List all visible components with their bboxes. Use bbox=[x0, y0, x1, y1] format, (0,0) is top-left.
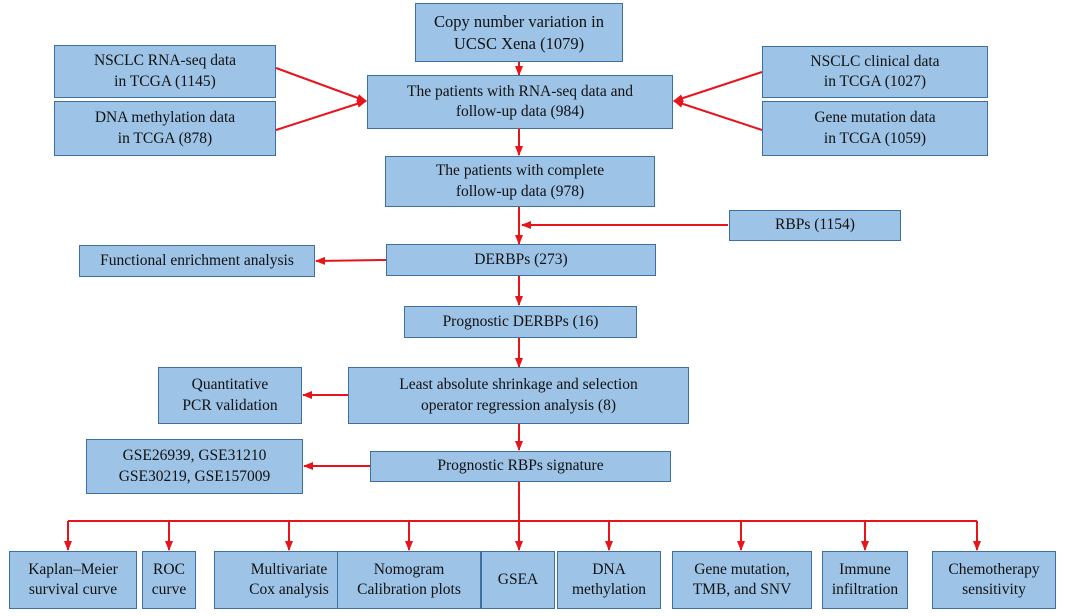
node-prognostic-derbps-label: Prognostic DERBPs (16) bbox=[442, 312, 599, 330]
outcome-gsea: GSEA bbox=[481, 551, 555, 609]
outcome-label: Immune infiltration bbox=[831, 560, 899, 598]
outcome-label: GSEA bbox=[497, 570, 539, 588]
node-functional-enrichment: Functional enrichment analysis bbox=[79, 245, 315, 277]
node-clinical-label: NSCLC clinical data in TCGA (1027) bbox=[810, 52, 940, 90]
node-derbps-label: DERBPs (273) bbox=[474, 250, 568, 268]
node-gse-validation: GSE26939, GSE31210 GSE30219, GSE157009 bbox=[86, 439, 303, 494]
node-patients-complete: The patients with complete follow-up dat… bbox=[385, 156, 655, 207]
outcome-label: ROC curve bbox=[151, 560, 187, 598]
node-rnaseq-tcga: NSCLC RNA-seq data in TCGA (1145) bbox=[54, 45, 276, 98]
outcome-gene-mutation-tmb-snv: Gene mutation, TMB, and SNV bbox=[672, 551, 812, 609]
outcome-immune-infiltration: Immune infiltration bbox=[822, 551, 908, 609]
node-derbps: DERBPs (273) bbox=[386, 244, 656, 276]
arrow-rnaseq-to-patients bbox=[275, 67, 367, 102]
node-patients-rnaseq-label: The patients with RNA-seq data and follo… bbox=[407, 82, 633, 120]
outcome-nomogram: Nomogram Calibration plots bbox=[337, 551, 481, 609]
node-rbps-signature-label: Prognostic RBPs signature bbox=[437, 457, 604, 475]
node-gene-mutation-tcga: Gene mutation data in TCGA (1059) bbox=[762, 101, 988, 156]
outcome-roc-curve: ROC curve bbox=[142, 551, 196, 609]
node-rbps: RBPs (1154) bbox=[729, 210, 901, 241]
node-methylation-tcga: DNA methylation data in TCGA (878) bbox=[54, 101, 276, 156]
node-lasso-regression-label: Least absolute shrinkage and selection o… bbox=[399, 376, 638, 414]
node-functional-enrichment-label: Functional enrichment analysis bbox=[100, 251, 294, 269]
node-cnv-ucsc-xena: Copy number variation in UCSC Xena (1079… bbox=[415, 3, 623, 62]
arrow-derbps-to-functional bbox=[315, 256, 387, 265]
node-rbps-signature: Prognostic RBPs signature bbox=[370, 451, 671, 482]
node-cnv-label: Copy number variation in UCSC Xena (1079… bbox=[433, 11, 604, 53]
node-patients-complete-label: The patients with complete follow-up dat… bbox=[435, 162, 605, 200]
outcome-dna-methylation: DNA methylation bbox=[557, 551, 661, 609]
arrow-mutation-to-patients bbox=[673, 100, 763, 131]
outcome-kaplan-meier: Kaplan–Meier survival curve bbox=[9, 551, 137, 609]
arrow-methyl-to-patients bbox=[275, 99, 367, 131]
outcome-label: Multivariate Cox analysis bbox=[249, 560, 329, 598]
node-gse-validation-label: GSE26939, GSE31210 GSE30219, GSE157009 bbox=[118, 447, 271, 485]
outcome-label: Chemotherapy sensitivity bbox=[948, 560, 1040, 598]
outcome-label: Kaplan–Meier survival curve bbox=[28, 560, 118, 598]
node-gene-mutation-label: Gene mutation data in TCGA (1059) bbox=[814, 109, 936, 147]
node-rnaseq-label: NSCLC RNA-seq data in TCGA (1145) bbox=[93, 52, 237, 90]
outcome-label: Nomogram Calibration plots bbox=[357, 560, 461, 598]
node-qpcr-validation: Quantitative PCR validation bbox=[158, 367, 302, 424]
arrow-clinical-to-patients bbox=[673, 71, 763, 102]
node-patients-rnaseq: The patients with RNA-seq data and follo… bbox=[367, 75, 673, 129]
outcome-chemotherapy-sensitivity: Chemotherapy sensitivity bbox=[932, 551, 1056, 609]
node-qpcr-validation-label: Quantitative PCR validation bbox=[182, 376, 278, 414]
node-clinical-tcga: NSCLC clinical data in TCGA (1027) bbox=[762, 46, 988, 98]
node-methylation-label: DNA methylation data in TCGA (878) bbox=[94, 109, 236, 147]
outcome-label: DNA methylation bbox=[571, 560, 647, 598]
outcome-label: Gene mutation, TMB, and SNV bbox=[692, 560, 792, 598]
node-prognostic-derbps: Prognostic DERBPs (16) bbox=[404, 306, 637, 338]
node-lasso-regression: Least absolute shrinkage and selection o… bbox=[348, 367, 689, 424]
node-rbps-label: RBPs (1154) bbox=[775, 216, 855, 234]
